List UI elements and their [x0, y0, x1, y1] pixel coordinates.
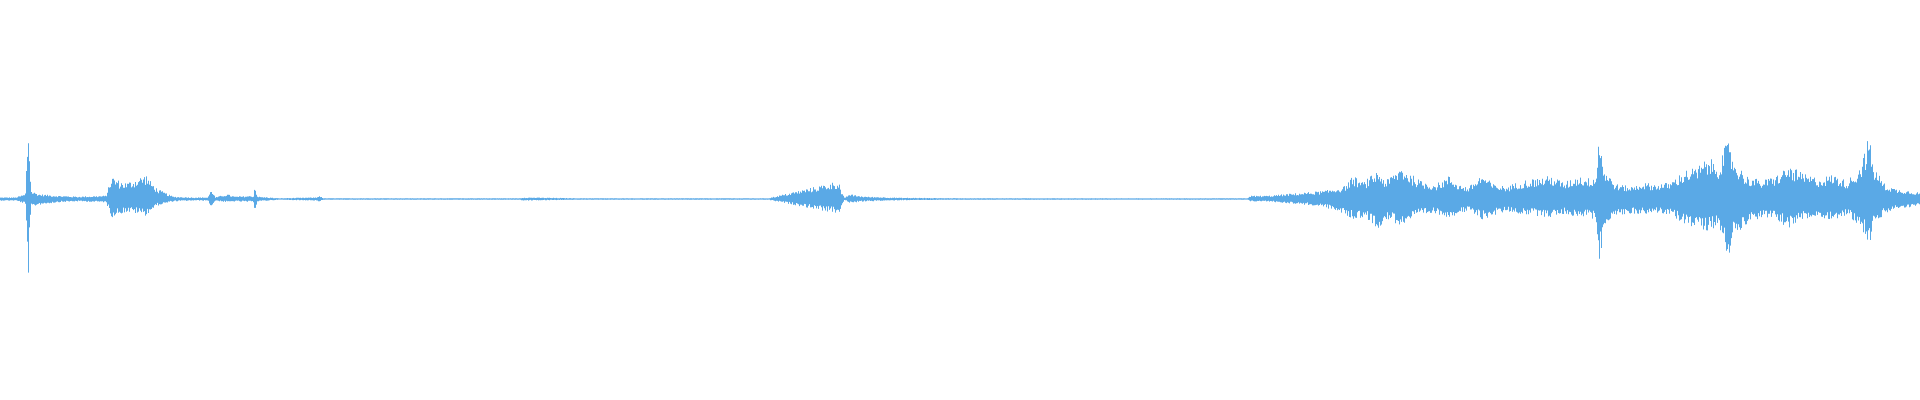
- waveform-bars: [0, 141, 1920, 273]
- waveform-path: [0, 141, 1920, 273]
